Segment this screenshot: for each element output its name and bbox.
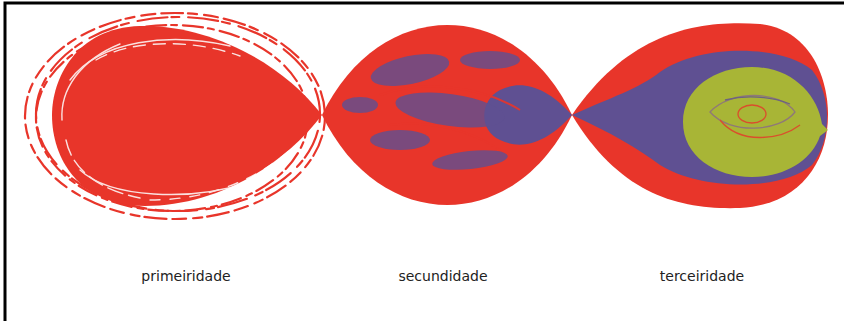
stage-label: primeiridade [141, 268, 230, 284]
firstness-shape [25, 13, 325, 219]
secondness-shape [322, 25, 572, 205]
frame-border [5, 3, 844, 321]
thirdness-shape [572, 23, 828, 208]
stage-label: terceiridade [660, 268, 744, 284]
stage-label: secundidade [398, 268, 487, 284]
